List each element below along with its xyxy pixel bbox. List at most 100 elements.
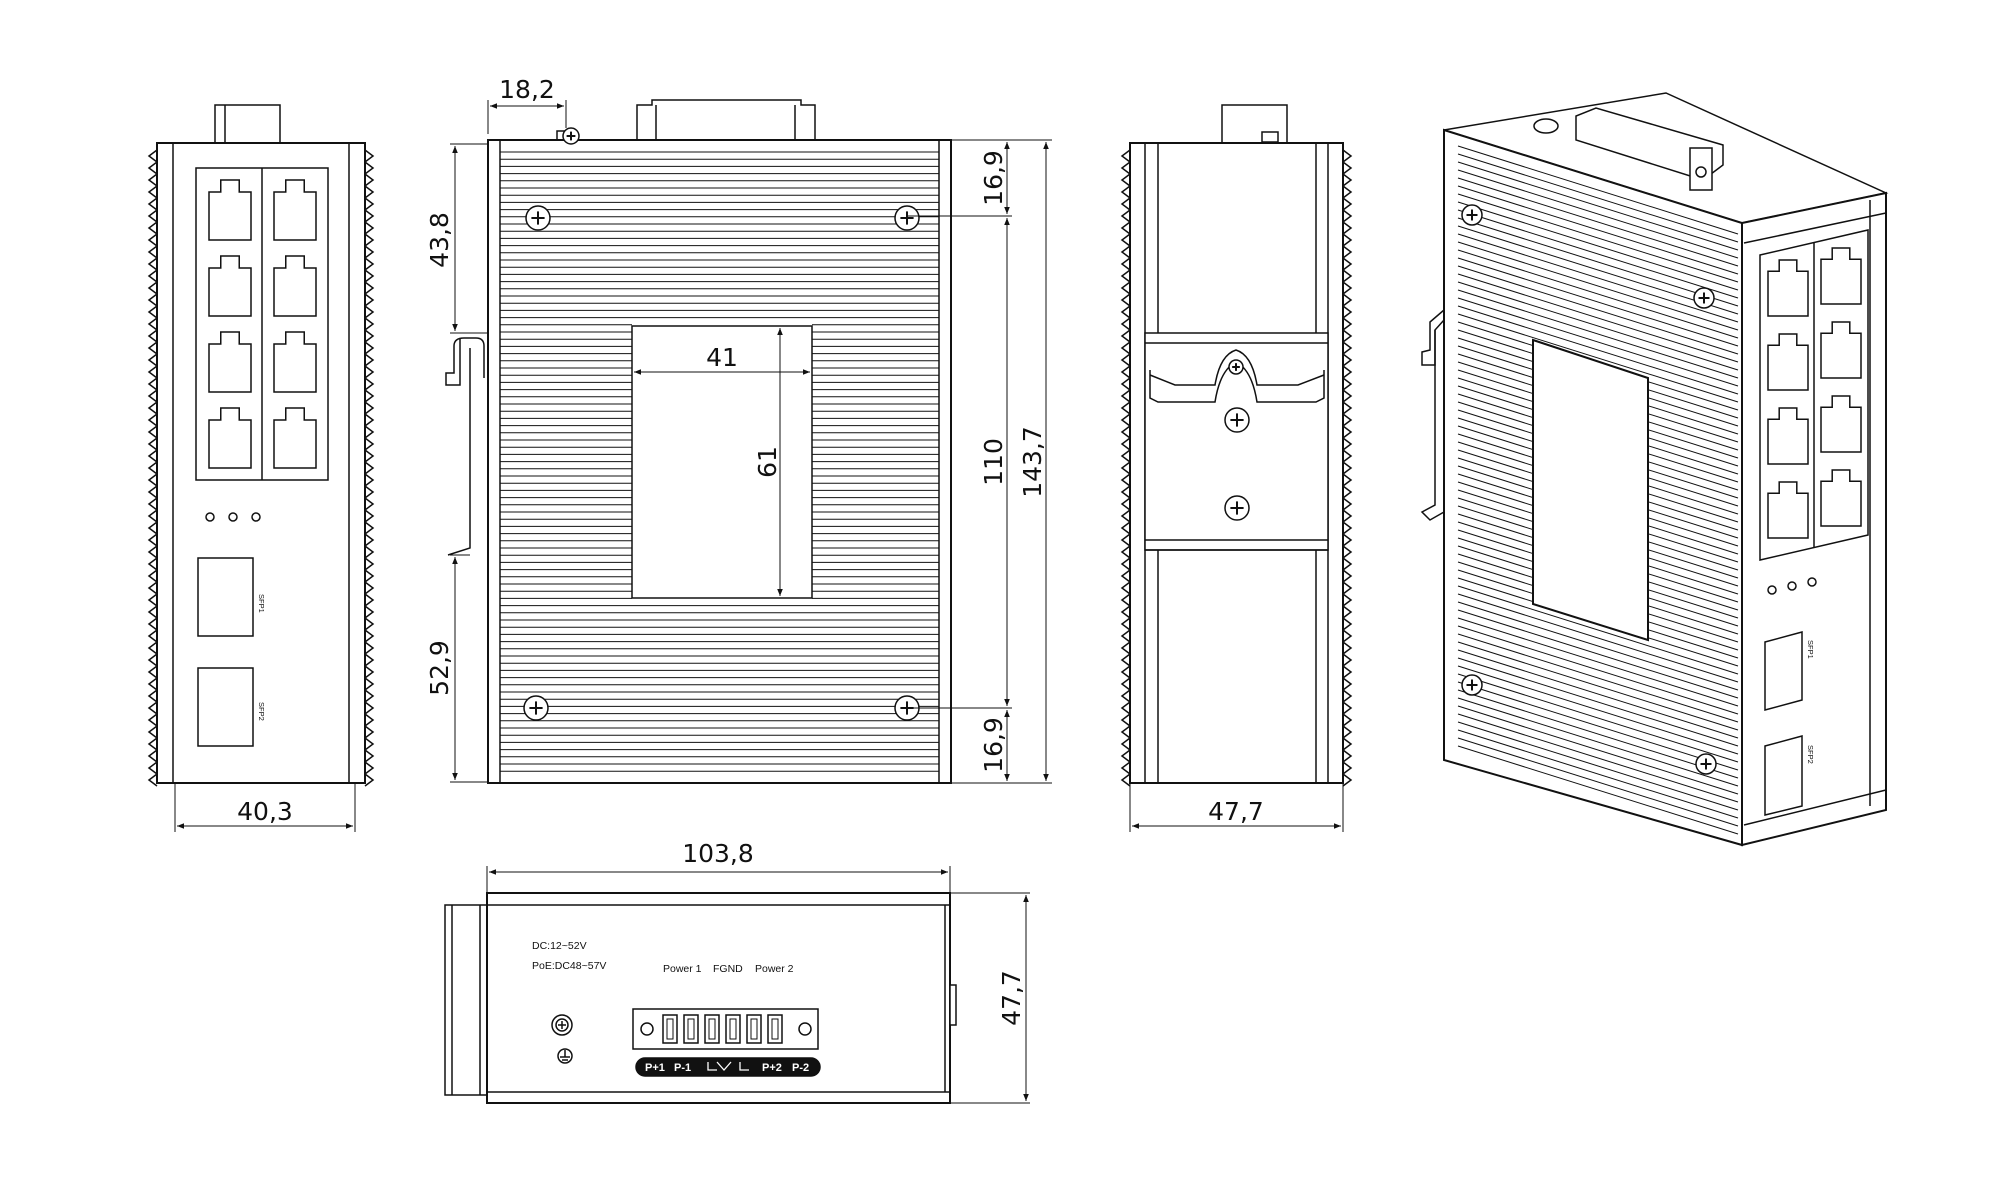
- edge-serration: [147, 245, 158, 259]
- terminal-label-p1plus: P+1: [645, 1062, 665, 1074]
- terminal-pins: [640, 1014, 812, 1044]
- edge-serration: [364, 413, 375, 427]
- edge-serration: [147, 353, 158, 367]
- edge-serration: [147, 509, 158, 523]
- iso-heatsink-fin: [1457, 673, 1739, 763]
- status-led: [251, 512, 261, 522]
- iso-heatsink-fin: [1457, 145, 1739, 235]
- terminal-pin-slot: [729, 1018, 737, 1040]
- edge-serration: [1342, 377, 1353, 391]
- top-dimensions: [486, 866, 1030, 1104]
- edge-serration: [147, 713, 158, 727]
- edge-serration: [1120, 173, 1131, 187]
- edge-serration: [1120, 713, 1131, 727]
- edge-serration: [364, 665, 375, 679]
- edge-serration: [147, 233, 158, 247]
- iso-heatsink-fin: [1457, 209, 1739, 299]
- iso-sfp2-label: SFP2: [1806, 745, 1815, 764]
- edge-serration: [364, 317, 375, 331]
- front-rj45-ports: [208, 179, 317, 469]
- edge-serration: [1342, 725, 1353, 739]
- iso-heatsink-fin: [1457, 193, 1739, 283]
- edge-serration: [364, 353, 375, 367]
- iso-heatsink-fin: [1457, 697, 1739, 787]
- edge-serration: [1120, 749, 1131, 763]
- edge-serration: [364, 593, 375, 607]
- edge-serration: [147, 209, 158, 223]
- dim-lower-rail-offset: 52,9: [425, 640, 454, 696]
- iso-heatsink-fin: [1457, 609, 1739, 699]
- iso-heatsink-fin: [1457, 297, 1739, 387]
- iso-heatsink-fin: [1457, 257, 1739, 347]
- edge-serration: [147, 425, 158, 439]
- terminal-pin-slot: [687, 1018, 695, 1040]
- edge-serration: [147, 485, 158, 499]
- iso-rj45-ports: [1767, 247, 1862, 539]
- edge-serration: [147, 737, 158, 751]
- front-status-leds: [205, 512, 261, 522]
- edge-serration: [1342, 485, 1353, 499]
- iso-heatsink-fin: [1457, 585, 1739, 675]
- edge-serration: [1120, 233, 1131, 247]
- iso-heatsink-fin: [1457, 161, 1739, 251]
- edge-serration: [1120, 365, 1131, 379]
- edge-serration: [1120, 677, 1131, 691]
- dim-window-height: 61: [753, 446, 782, 478]
- edge-serration: [147, 545, 158, 559]
- edge-serration: [1120, 161, 1131, 175]
- rj45-port: [208, 179, 252, 241]
- edge-serration: [1120, 545, 1131, 559]
- edge-serration: [1120, 641, 1131, 655]
- edge-serration: [1120, 773, 1131, 787]
- edge-serration: [364, 473, 375, 487]
- side-heatsink-fins: [500, 151, 939, 772]
- edge-serration: [364, 761, 375, 775]
- iso-heatsink-fin: [1457, 721, 1739, 811]
- edge-serration: [1120, 725, 1131, 739]
- edge-serration: [1342, 557, 1353, 571]
- edge-serration: [1342, 461, 1353, 475]
- rj45-port: [208, 331, 252, 393]
- edge-serration: [364, 629, 375, 643]
- edge-serration: [364, 605, 375, 619]
- dim-top-offset: 18,2: [499, 75, 555, 104]
- edge-serration: [1342, 569, 1353, 583]
- edge-serration: [1120, 557, 1131, 571]
- iso-heatsink-fin: [1457, 665, 1739, 755]
- edge-serration: [1342, 533, 1353, 547]
- edge-serration: [1120, 185, 1131, 199]
- edge-serration: [147, 749, 158, 763]
- edge-serration: [1120, 425, 1131, 439]
- edge-serration: [1342, 605, 1353, 619]
- edge-serration: [1342, 653, 1353, 667]
- iso-heatsink-fin: [1457, 681, 1739, 771]
- iso-status-leds: [1767, 577, 1817, 595]
- edge-serration: [364, 713, 375, 727]
- front-width-label: 40,3: [237, 797, 293, 826]
- iso-rj45-port: [1820, 247, 1862, 305]
- iso-heatsink-fin: [1457, 169, 1739, 259]
- edge-serration: [364, 233, 375, 247]
- edge-serration: [364, 173, 375, 187]
- edge-serration: [147, 701, 158, 715]
- iso-sfp1-label: SFP1: [1806, 640, 1815, 659]
- edge-serration: [1342, 293, 1353, 307]
- iso-status-led: [1807, 577, 1817, 587]
- edge-serration: [1120, 521, 1131, 535]
- edge-serration: [147, 473, 158, 487]
- edge-serration: [364, 437, 375, 451]
- side-dimensions: [450, 100, 1052, 784]
- iso-heatsink-fin: [1457, 745, 1739, 835]
- edge-serration: [1342, 281, 1353, 295]
- edge-serration: [364, 305, 375, 319]
- iso-heatsink-fin: [1457, 201, 1739, 291]
- front-width-dimension: [174, 783, 356, 832]
- edge-serration: [364, 545, 375, 559]
- edge-serration: [147, 761, 158, 775]
- edge-serration: [1342, 413, 1353, 427]
- edge-serration: [1120, 629, 1131, 643]
- iso-heatsink-fin: [1457, 641, 1739, 731]
- edge-serration: [1120, 701, 1131, 715]
- edge-serration: [1120, 689, 1131, 703]
- edge-serration: [1120, 449, 1131, 463]
